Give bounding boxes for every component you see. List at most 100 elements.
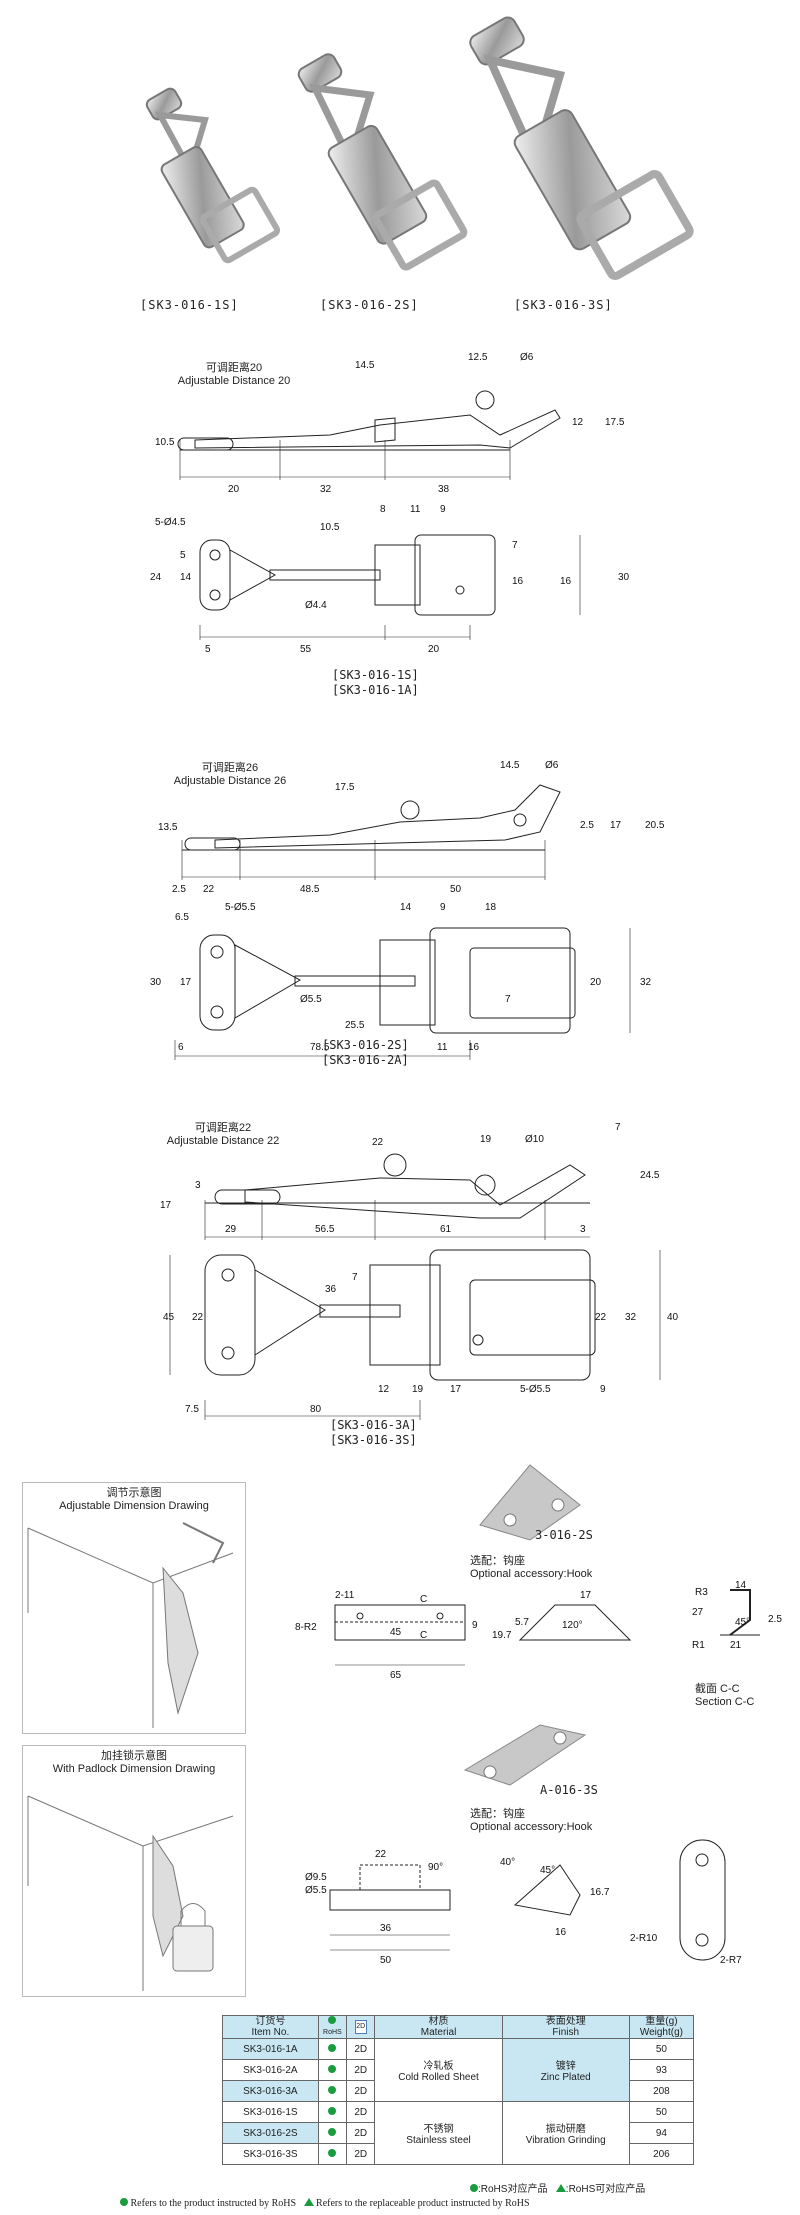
dim-text: 17	[160, 1200, 172, 1211]
drawing-2-models: [SK3-016-2S] [SK3-016-2A]	[322, 1038, 409, 1068]
drawing-3-adjust-cn: 可调距离22	[194, 1122, 252, 1134]
dim-text: Ø4.4	[305, 600, 327, 611]
dim-text: 65	[390, 1670, 402, 1681]
drawing-1: 14.5 12.5 Ø6 10.5 12 17.5 20 32 38 5-Ø4.…	[150, 352, 630, 655]
dim-text: 7	[615, 1122, 621, 1133]
dim-text: 21	[730, 1640, 742, 1651]
drawing-2: 17.5 14.5 Ø6 13.5 2.5 17 20.5 2.5 22 48.…	[150, 760, 665, 1060]
dim-text: 5-Ø5.5	[225, 902, 256, 913]
dim-text: 16.7	[590, 1887, 610, 1898]
latch-photo-1s	[145, 87, 281, 264]
drawing-3-adjust-en: Adjustable Distance 22	[166, 1135, 280, 1147]
hook-2-option-en: Optional accessory:Hook	[470, 1821, 593, 1833]
dim-text: Ø5.5	[305, 1885, 327, 1896]
dim-text: 6	[178, 1042, 184, 1053]
dim-text: 24.5	[640, 1170, 660, 1181]
dim-text: Ø10	[525, 1134, 544, 1145]
cad-link[interactable]: 2D	[346, 2059, 376, 2081]
drawing-1-top-view	[199, 534, 581, 640]
dim-text: 12	[572, 417, 584, 428]
adjust-panel-title-en: Adjustable Dimension Drawing	[59, 1500, 209, 1512]
dim-text: 14	[735, 1580, 747, 1591]
hook-1-photo	[479, 1464, 581, 1541]
item-no: SK3-016-3S	[222, 2143, 319, 2165]
drawing-2-adjust-cn: 可调距离26	[201, 762, 259, 774]
rohs-cell	[317, 2143, 348, 2165]
item-no: SK3-016-2A	[222, 2059, 319, 2081]
cad-link[interactable]: 2D	[346, 2143, 376, 2165]
drawing-1-model-s: [SK3-016-1S]	[332, 668, 419, 682]
dim-text: 27	[692, 1607, 704, 1618]
dim-text: 20	[428, 644, 440, 655]
hook-1-code: 3-016-2S	[535, 1528, 593, 1542]
dim-text: 17	[450, 1384, 462, 1395]
dim-text: 2-11	[335, 1590, 355, 1601]
weight-cell: 208	[628, 2080, 695, 2102]
dim-text: 7	[505, 994, 511, 1005]
dim-text: 3	[580, 1224, 586, 1235]
item-no: SK3-016-1S	[222, 2101, 319, 2123]
hook-2-drawing: 22 Ø9.5 Ø5.5 90° 36 50 40° 45° 16.7 16 2…	[305, 1839, 742, 1966]
dim-text: 16	[512, 576, 524, 587]
dim-text: 12.5	[468, 352, 488, 363]
product-photos	[145, 16, 694, 280]
cad-link[interactable]: 2D	[346, 2122, 376, 2144]
dim-text: 120°	[562, 1620, 583, 1631]
dim-text: 32	[640, 977, 652, 988]
dim-text: 7	[352, 1272, 358, 1283]
dim-text: 9	[600, 1384, 606, 1395]
rohs-icon	[328, 2016, 337, 2024]
dim-text: 50	[380, 1955, 392, 1966]
rohs-dot-icon	[328, 2064, 337, 2073]
dim-text: 10.5	[320, 522, 340, 533]
dim-text: 17	[180, 977, 192, 988]
hook-1-option-en: Optional accessory:Hook	[470, 1568, 593, 1580]
dim-text: 40	[667, 1312, 679, 1323]
cad-link[interactable]: 2D	[346, 2080, 376, 2102]
dim-text: 48.5	[300, 884, 320, 895]
dim-text: 5.7	[515, 1617, 529, 1628]
hook-2-option-cn: 选配：钩座	[470, 1808, 525, 1820]
dim-text: Ø6	[520, 352, 534, 363]
dim-text: R3	[695, 1587, 708, 1598]
dim-text: 45°	[735, 1617, 750, 1628]
weight-cell: 94	[628, 2122, 695, 2144]
dim-text: 32	[320, 484, 332, 495]
dim-text: 8	[380, 504, 386, 515]
rohs-cell	[317, 2122, 348, 2144]
dim-text: 11	[410, 504, 421, 515]
drawing-1-dimensions: 14.5 12.5 Ø6 10.5 12 17.5 20 32 38 5-Ø4.…	[150, 352, 630, 655]
drawing-1-models: [SK3-016-1S] [SK3-016-1A]	[332, 668, 419, 698]
adjust-panel-illustration	[27, 1522, 234, 1728]
dim-text: 6.5	[175, 912, 189, 923]
cad-link[interactable]: 2D	[346, 2038, 376, 2060]
dim-text: 90°	[428, 1862, 443, 1873]
dim-text: 30	[150, 977, 162, 988]
dim-text: 45	[163, 1312, 175, 1323]
drawing-3-dimensions: 22 19 Ø10 7 3 17 24.5 29 56.5 61 3 45 22…	[160, 1122, 679, 1415]
dim-text: 36	[380, 1923, 392, 1934]
dim-text: 30	[618, 572, 630, 583]
drawing-1-model-a: [SK3-016-1A]	[332, 683, 419, 697]
rohs-dot-icon	[328, 2106, 337, 2115]
dim-text: 55	[300, 644, 312, 655]
dim-text: 78.5	[310, 1042, 330, 1053]
dim-text: 22	[375, 1849, 387, 1860]
drawing-1-adjust-en: Adjustable Distance 20	[177, 375, 291, 387]
rohs-dot-icon	[120, 2198, 128, 2206]
hook-2-code: A-016-3S	[540, 1783, 598, 1797]
rohs-dot-icon	[328, 2085, 337, 2094]
dim-text: 45	[390, 1627, 402, 1638]
hook-1-section-cn: 截面 C-C	[695, 1683, 740, 1695]
cad-link[interactable]: 2D	[346, 2101, 376, 2123]
drawing-1-adjust-cn: 可调距离20	[205, 362, 263, 374]
weight-cell: 206	[628, 2143, 695, 2165]
legend-cn: :RoHS对应产品 :RoHS可对应产品	[470, 2180, 645, 2195]
dim-text: 2-R10	[630, 1933, 658, 1944]
dim-text: 18	[485, 902, 497, 913]
latch-photo-3s	[469, 16, 694, 280]
drawing-3-model-a: [SK3-016-3A]	[330, 1418, 417, 1432]
